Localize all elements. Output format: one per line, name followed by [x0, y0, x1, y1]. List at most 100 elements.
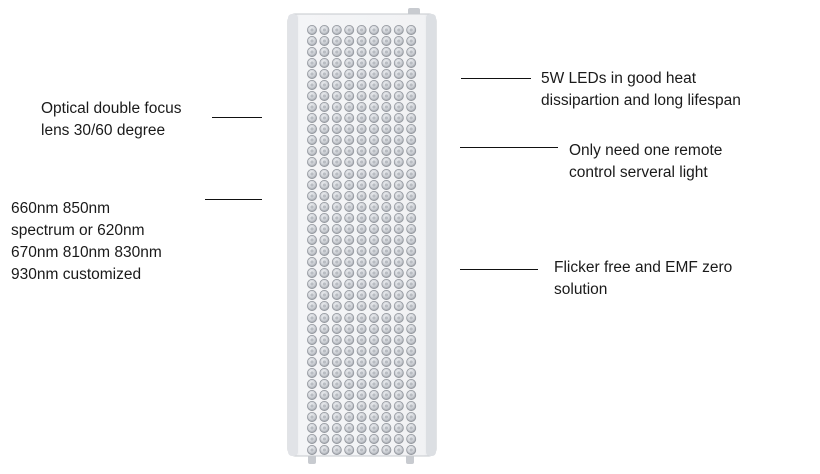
callout-remote-line-1: Only need one remote	[569, 142, 723, 159]
led-core	[310, 238, 314, 242]
led-core	[409, 194, 413, 198]
led-core	[347, 382, 351, 386]
led-core	[310, 194, 314, 198]
led-core	[310, 116, 314, 120]
callout-optics: Optical double focus lens 30/60 degree	[41, 98, 181, 142]
led-core	[335, 149, 339, 153]
led-core	[360, 39, 364, 43]
led-core	[384, 28, 388, 32]
callout-spectrum-line-1: 660nm 850nm	[11, 200, 111, 217]
led-core	[409, 338, 413, 342]
led-core	[372, 249, 376, 253]
led-core	[409, 172, 413, 176]
led-core	[409, 382, 413, 386]
led-core	[360, 72, 364, 76]
callout-spectrum-line-4: 930nm customized	[11, 266, 142, 283]
led-core	[360, 360, 364, 364]
led-core	[409, 404, 413, 408]
led-core	[372, 28, 376, 32]
led-core	[397, 105, 401, 109]
led-core	[347, 172, 351, 176]
led-core	[322, 160, 326, 164]
led-core	[397, 149, 401, 153]
led-core	[310, 393, 314, 397]
led-core	[322, 260, 326, 264]
led-core	[335, 172, 339, 176]
led-core	[310, 149, 314, 153]
led-core	[397, 183, 401, 187]
led-core	[372, 227, 376, 231]
led-core	[372, 448, 376, 452]
led-core	[347, 393, 351, 397]
led-core	[372, 50, 376, 54]
led-core	[310, 138, 314, 142]
led-core	[397, 327, 401, 331]
led-core	[322, 271, 326, 275]
led-core	[322, 304, 326, 308]
callout-flicker: Flicker free and EMF zero solution	[554, 257, 732, 301]
led-core	[360, 448, 364, 452]
led-core	[360, 172, 364, 176]
led-core	[347, 72, 351, 76]
led-core	[335, 415, 339, 419]
led-core	[397, 127, 401, 131]
led-core	[372, 127, 376, 131]
led-core	[322, 293, 326, 297]
led-core	[409, 426, 413, 430]
led-core	[360, 393, 364, 397]
led-core	[397, 282, 401, 286]
led-core	[360, 238, 364, 242]
led-core	[360, 382, 364, 386]
led-core	[335, 50, 339, 54]
led-core	[347, 316, 351, 320]
led-core	[335, 448, 339, 452]
led-core	[347, 304, 351, 308]
callout-spectrum: 660nm 850nm spectrum or 620nm 670nm 810n…	[11, 198, 162, 286]
led-core	[347, 448, 351, 452]
led-core	[409, 227, 413, 231]
led-core	[347, 194, 351, 198]
led-core	[335, 316, 339, 320]
led-core	[310, 260, 314, 264]
led-core	[335, 271, 339, 275]
led-core	[397, 216, 401, 220]
led-core	[409, 138, 413, 142]
led-core	[310, 28, 314, 32]
led-core	[310, 426, 314, 430]
led-core	[360, 282, 364, 286]
led-core	[372, 83, 376, 87]
led-core	[310, 282, 314, 286]
led-core	[384, 316, 388, 320]
led-core	[409, 149, 413, 153]
callout-optics-line-2: lens 30/60 degree	[41, 122, 166, 139]
led-core	[335, 160, 339, 164]
led-core	[409, 205, 413, 209]
led-core	[322, 327, 326, 331]
right-rail	[426, 14, 436, 456]
led-core	[360, 327, 364, 331]
led-core	[335, 83, 339, 87]
led-core	[372, 437, 376, 441]
led-core	[310, 437, 314, 441]
led-core	[310, 94, 314, 98]
led-core	[310, 371, 314, 375]
led-core	[322, 149, 326, 153]
led-core	[409, 238, 413, 242]
led-core	[360, 138, 364, 142]
led-core	[347, 116, 351, 120]
led-core	[310, 183, 314, 187]
led-core	[322, 415, 326, 419]
led-core	[335, 116, 339, 120]
led-core	[397, 138, 401, 142]
led-core	[322, 138, 326, 142]
led-core	[310, 404, 314, 408]
led-core	[384, 105, 388, 109]
led-core	[372, 238, 376, 242]
led-core	[322, 393, 326, 397]
led-core	[335, 304, 339, 308]
led-core	[335, 127, 339, 131]
led-core	[310, 172, 314, 176]
led-core	[384, 437, 388, 441]
led-core	[335, 205, 339, 209]
led-core	[322, 349, 326, 353]
